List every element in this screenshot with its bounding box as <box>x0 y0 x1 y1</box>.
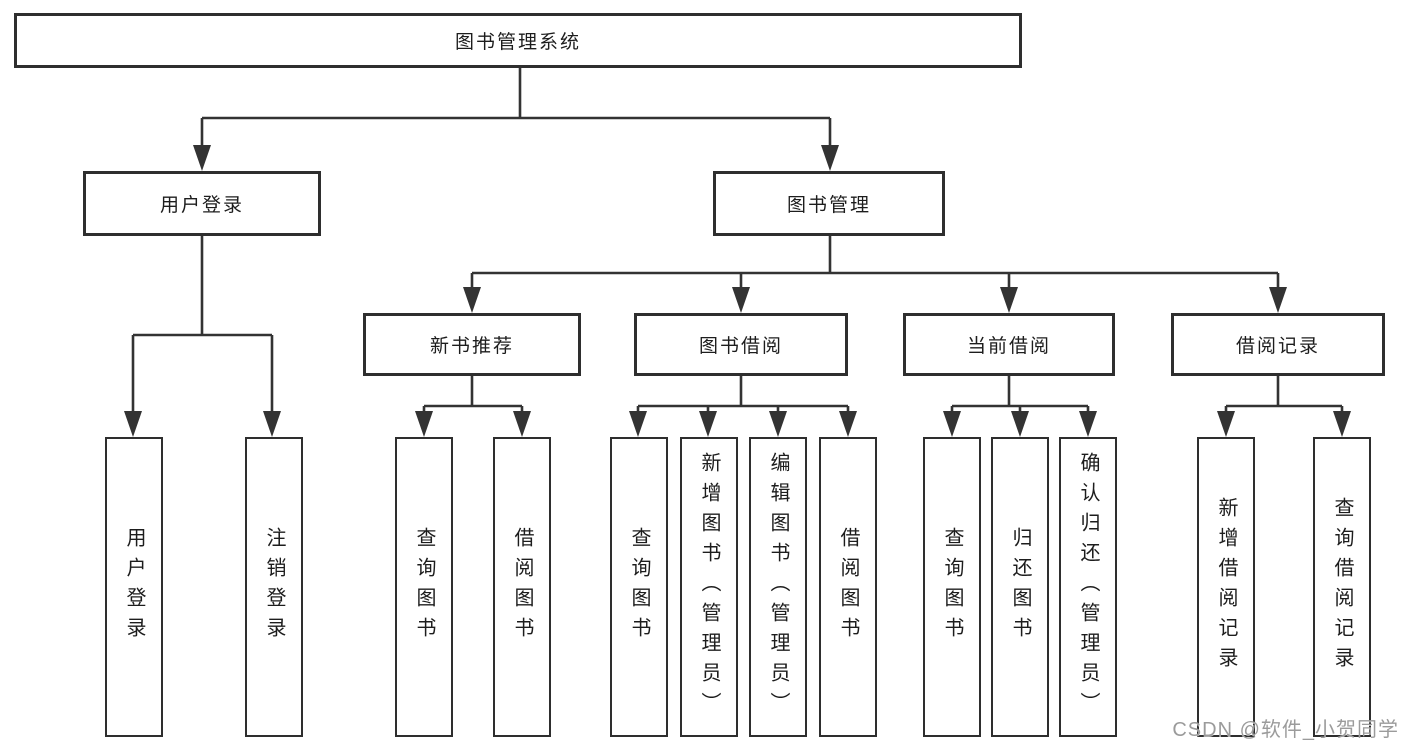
connector-mgmt-to-level3 <box>463 236 1287 313</box>
connector-newbook-to-leaves <box>415 376 531 437</box>
leaf-add-borrow-record: 新增借阅记录 <box>1197 437 1255 737</box>
leaf-logout: 注销登录 <box>245 437 303 737</box>
connector-borrow-to-leaves <box>629 376 857 437</box>
leaf-query-borrow-record: 查询借阅记录 <box>1313 437 1371 737</box>
leaf-confirm-return-admin: 确认归还（管理员） <box>1059 437 1117 737</box>
connector-root-to-level2 <box>193 68 839 171</box>
connector-login-to-leaves <box>124 236 281 437</box>
node-new-book-recommend: 新书推荐 <box>363 313 581 376</box>
leaf-borrow-books-recommend: 借阅图书 <box>493 437 551 737</box>
node-current-borrowing: 当前借阅 <box>903 313 1115 376</box>
node-book-borrowing: 图书借阅 <box>634 313 848 376</box>
connector-records-to-leaves <box>1217 376 1351 437</box>
node-user-login: 用户登录 <box>83 171 321 236</box>
leaf-user-login: 用户登录 <box>105 437 163 737</box>
leaf-query-books-recommend: 查询图书 <box>395 437 453 737</box>
node-library-management-system: 图书管理系统 <box>14 13 1022 68</box>
leaf-edit-book-admin: 编辑图书（管理员） <box>749 437 807 737</box>
csdn-watermark: CSDN @软件_小贺同学 <box>1172 719 1399 741</box>
leaf-add-book-admin: 新增图书（管理员） <box>680 437 738 737</box>
leaf-borrow-books-borrow: 借阅图书 <box>819 437 877 737</box>
node-book-management: 图书管理 <box>713 171 945 236</box>
connector-current-to-leaves <box>943 376 1097 437</box>
node-borrowing-records: 借阅记录 <box>1171 313 1385 376</box>
leaf-query-books-borrow: 查询图书 <box>610 437 668 737</box>
leaf-query-books-current: 查询图书 <box>923 437 981 737</box>
leaf-return-book: 归还图书 <box>991 437 1049 737</box>
